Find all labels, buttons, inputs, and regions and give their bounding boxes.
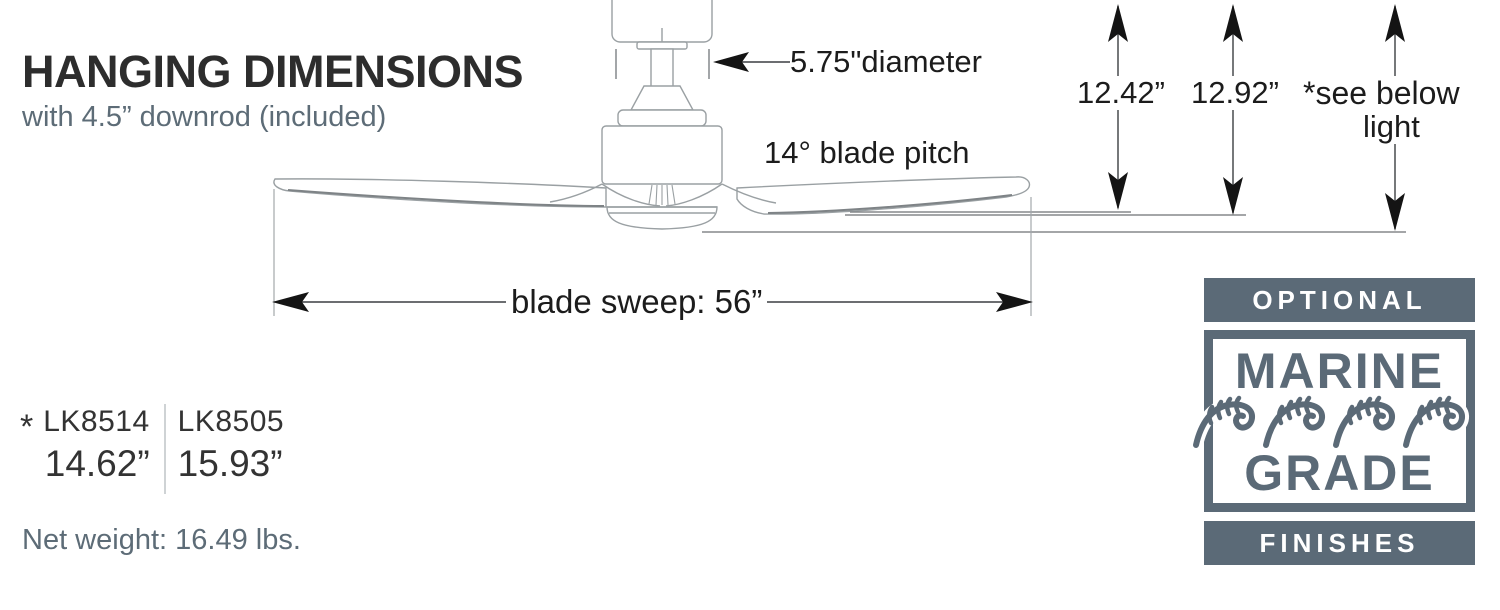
light-kit-height: 14.62” bbox=[44, 443, 150, 484]
drop-height-note-word: light bbox=[1358, 109, 1425, 145]
extension-lines bbox=[273, 189, 1032, 316]
drop-height-note-label: *see below bbox=[1298, 75, 1465, 112]
downrod-diameter-label: 5.75"diameter bbox=[790, 44, 982, 79]
arrow-down-icon bbox=[1223, 177, 1243, 215]
right-blade bbox=[736, 176, 1031, 215]
badge-word-marine: MARINE bbox=[1234, 343, 1445, 399]
blade-pitch-label: 14° blade pitch bbox=[764, 135, 970, 170]
badge-footer-bar: FINISHES bbox=[1204, 521, 1475, 565]
page-subtitle: with 4.5” downrod (included) bbox=[22, 101, 387, 133]
blade-sweep-label: blade sweep: 56” bbox=[506, 283, 768, 321]
arrow-up-icon bbox=[1385, 4, 1405, 42]
light-kit-column: LK8505 15.93” bbox=[178, 402, 284, 486]
motor-housing bbox=[601, 125, 723, 185]
reference-baselines bbox=[702, 211, 1406, 233]
badge-header-bar: OPTIONAL bbox=[1204, 278, 1475, 322]
light-kit bbox=[606, 206, 718, 230]
arrow-left-icon bbox=[272, 292, 309, 312]
light-kit-model: LK8514 bbox=[43, 405, 150, 438]
badge-emblem-box: MARINE GRADE bbox=[1204, 330, 1475, 512]
footnote-asterisk: * bbox=[20, 408, 34, 446]
light-kit-options-table: * LK8514 14.62” LK8505 15.93” bbox=[20, 402, 284, 494]
arrow-down-icon bbox=[1385, 193, 1405, 231]
arrow-up-icon bbox=[1223, 4, 1243, 42]
column-divider bbox=[163, 404, 166, 494]
net-weight-label: Net weight: 16.49 lbs. bbox=[22, 524, 301, 556]
drop-height-primary-label: 12.42” bbox=[1072, 75, 1170, 111]
fan-line-art bbox=[273, 0, 1031, 230]
arrow-up-icon bbox=[1108, 4, 1128, 42]
marine-grade-badge: OPTIONAL MARINE GRADE FINISHES bbox=[1204, 278, 1475, 565]
light-kit-column: LK8514 14.62” bbox=[43, 402, 149, 486]
drop-height-secondary-label: 12.92” bbox=[1186, 75, 1284, 111]
arrow-right-icon bbox=[996, 292, 1033, 312]
dimension-arrowheads bbox=[272, 4, 1405, 312]
arrow-down-icon bbox=[1108, 172, 1128, 210]
ceiling-fan-diagram bbox=[272, 0, 1406, 316]
light-kit-height: 15.93” bbox=[177, 443, 283, 484]
badge-word-grade: GRADE bbox=[1244, 445, 1435, 501]
arrow-left-icon bbox=[713, 52, 749, 72]
page-title: HANGING DIMENSIONS bbox=[22, 46, 524, 97]
downrod bbox=[650, 48, 674, 88]
light-kit-model: LK8505 bbox=[177, 405, 285, 438]
